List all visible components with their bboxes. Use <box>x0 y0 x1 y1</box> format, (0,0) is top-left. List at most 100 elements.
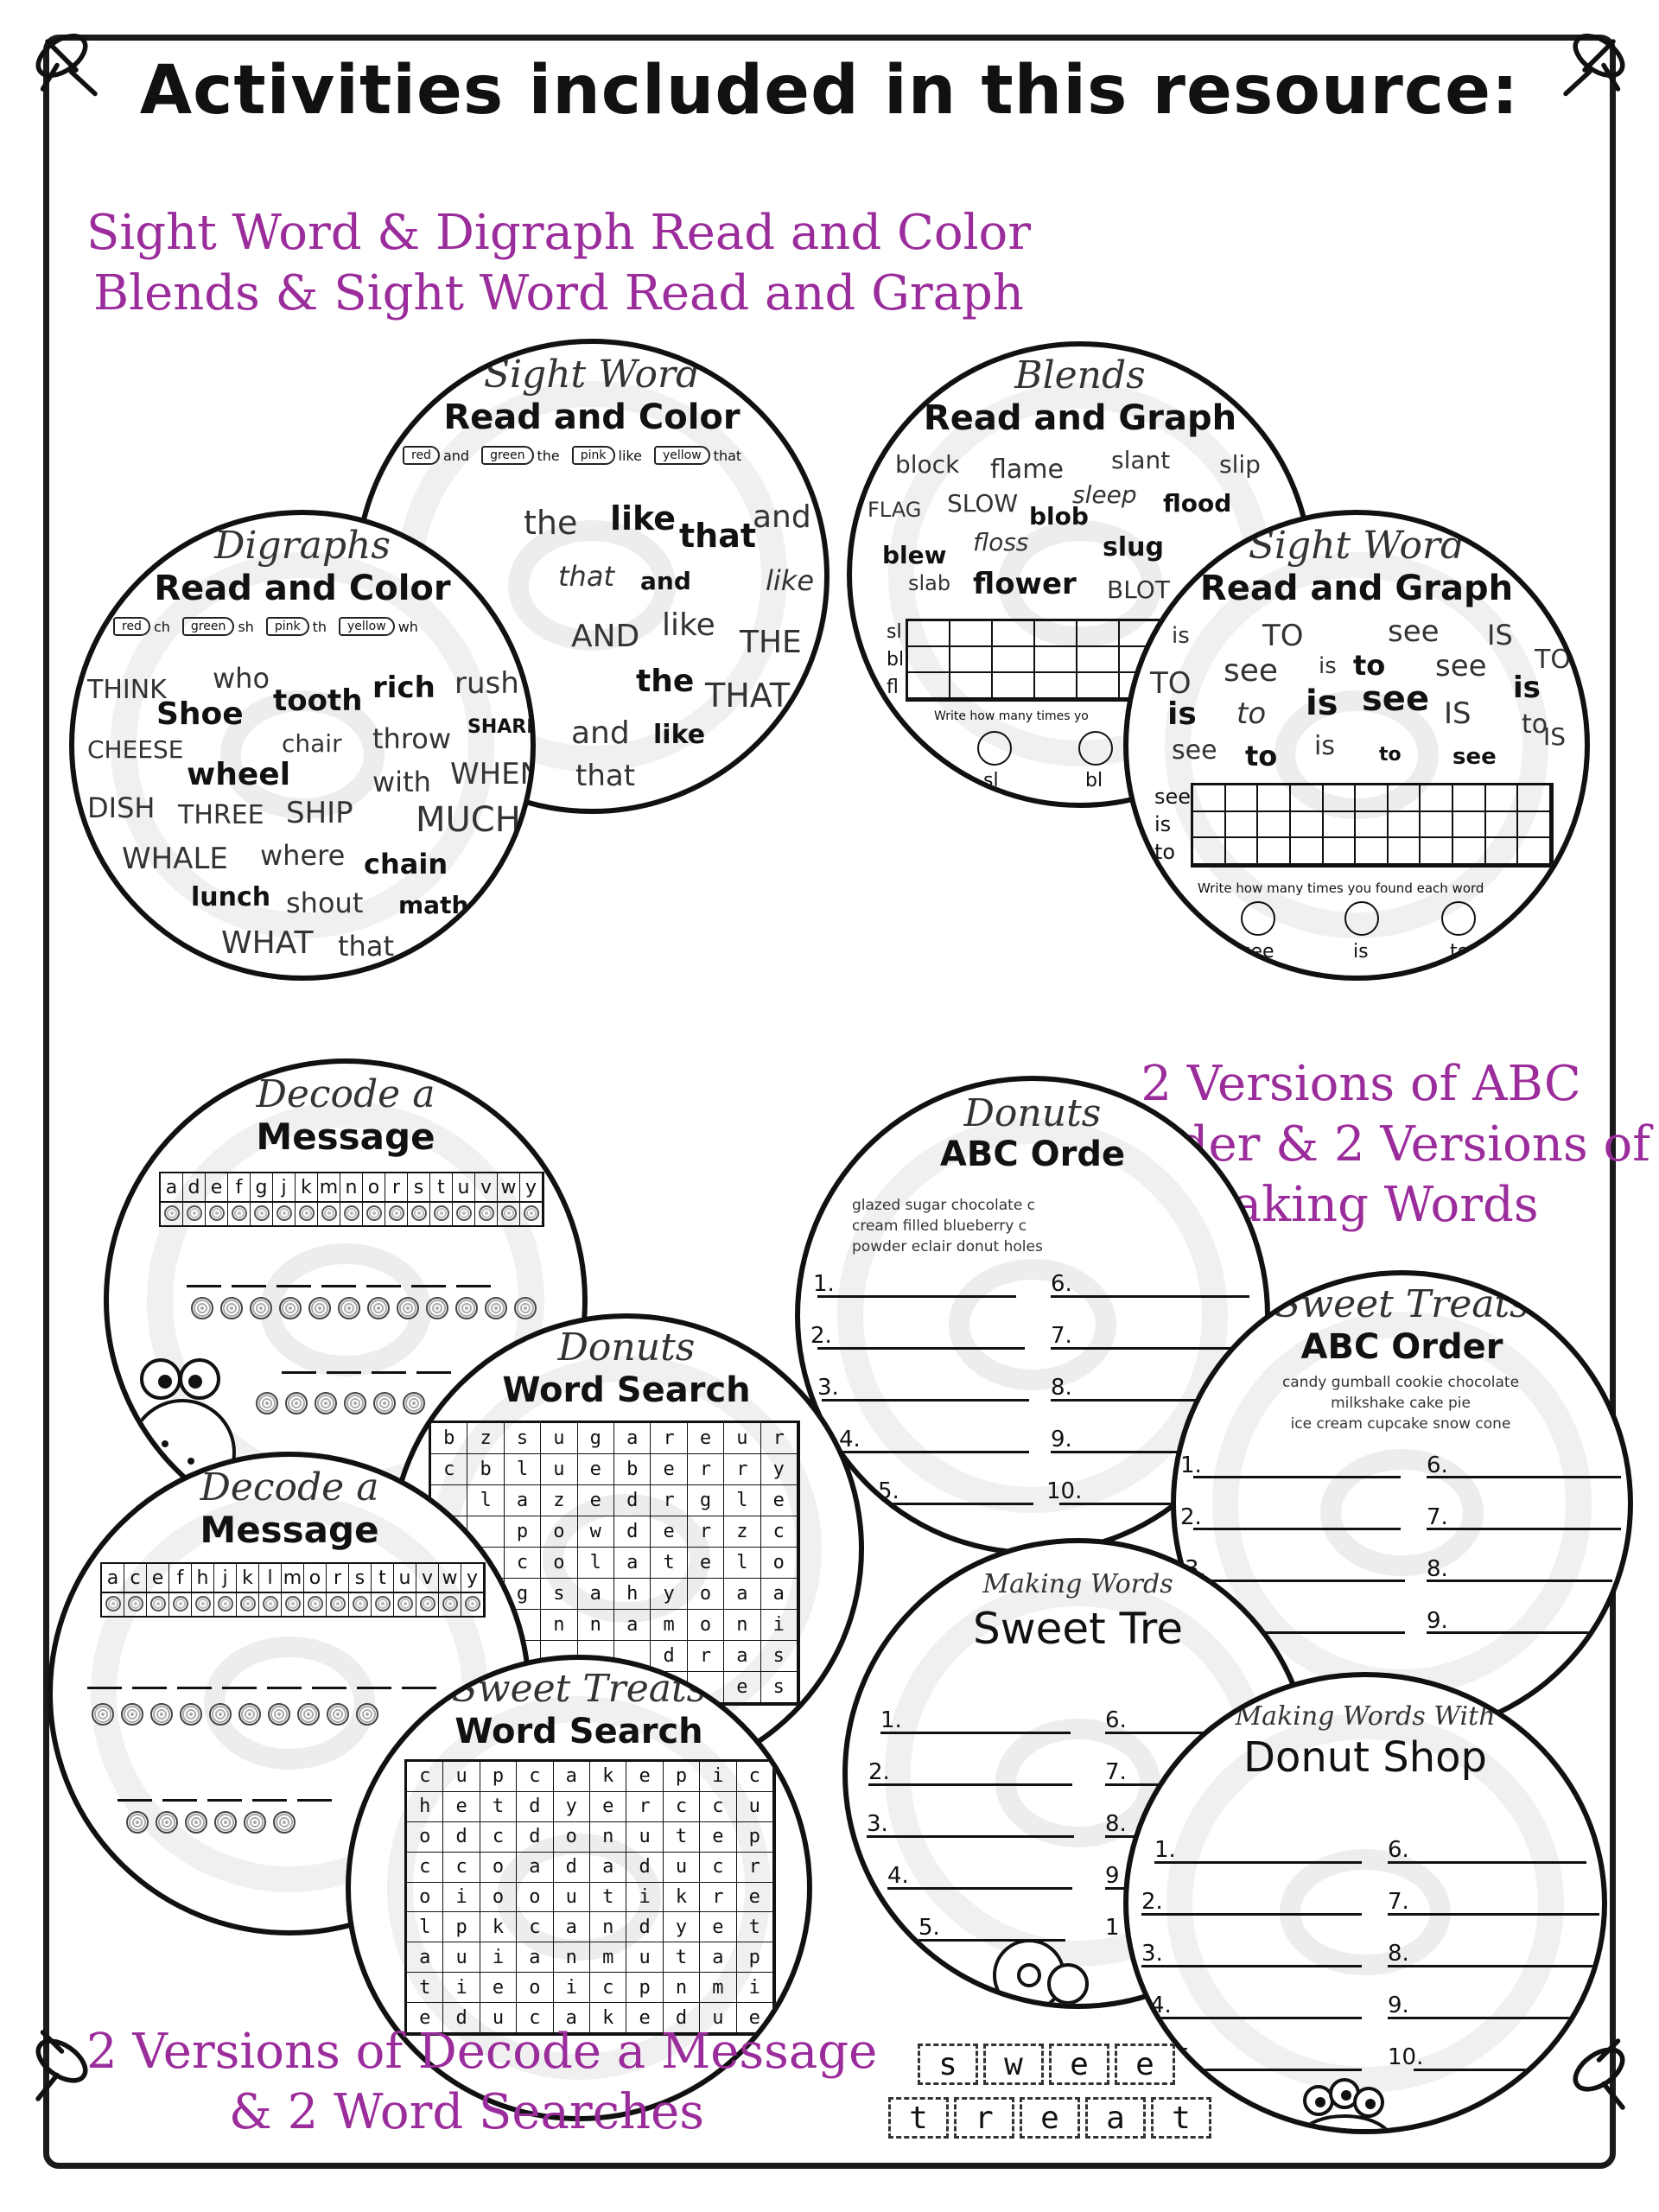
grid-cell: r <box>700 1882 737 1913</box>
grid-cell: c <box>407 1762 444 1792</box>
grid-cell: c <box>736 1762 773 1792</box>
sheet-title: Donut Shop <box>1243 1733 1487 1782</box>
cipher-icons <box>100 1592 486 1618</box>
grid-cell: g <box>687 1485 725 1516</box>
word: math <box>398 891 469 919</box>
grid-cell: u <box>700 2003 737 2033</box>
word: SLOW <box>947 489 1019 518</box>
sheet-title: Message <box>256 1116 435 1158</box>
word: is <box>1172 623 1190 649</box>
grid-cell: s <box>541 1579 578 1610</box>
sheet-subtitle: Sweet Treats <box>1274 1282 1529 1326</box>
word: who <box>213 662 270 695</box>
word: FLAG <box>868 498 922 522</box>
grid-cell: c <box>480 1821 518 1853</box>
grid-cell: c <box>443 1852 480 1883</box>
donut-monster-icon <box>1293 2075 1396 2129</box>
letter-tile: e <box>1049 2044 1109 2085</box>
grid-cell: c <box>590 1973 627 2004</box>
word: lunch <box>191 882 271 912</box>
word: is <box>1314 731 1335 761</box>
sheet-title: Read and Graph <box>923 398 1237 438</box>
grid-cell: r <box>651 1423 688 1454</box>
sheet-subtitle: Making Words <box>982 1569 1173 1599</box>
grid-cell: c <box>700 1791 737 1822</box>
word: to <box>1236 696 1267 731</box>
grid-cell: t <box>590 1882 627 1913</box>
grid-cell: i <box>443 1882 480 1913</box>
grid-cell: d <box>553 1852 590 1883</box>
word: see <box>1362 679 1430 719</box>
word: see <box>1388 614 1440 649</box>
grid-cell: c <box>504 1548 542 1579</box>
grid-cell: e <box>443 1791 480 1822</box>
pushpin-icon <box>19 2013 114 2108</box>
pushpin-icon <box>1547 13 1642 108</box>
grid-cell: b <box>431 1423 468 1454</box>
word: that <box>679 517 757 555</box>
grid-cell: e <box>724 1672 761 1703</box>
letter-tile: e <box>1020 2097 1080 2139</box>
grid-cell: u <box>663 1852 701 1883</box>
letter-tile: t <box>1151 2097 1211 2139</box>
word: IS <box>1487 619 1513 652</box>
grid-cell: c <box>407 1852 444 1883</box>
grid-cell: a <box>553 2003 590 2033</box>
grid-cell: o <box>553 1821 590 1853</box>
word: where <box>260 839 346 872</box>
grid-cell: d <box>614 1485 652 1516</box>
code-icons <box>256 1392 425 1414</box>
page-title: Activities included in this resource: <box>139 52 1520 130</box>
grid-cell: r <box>651 1485 688 1516</box>
grid-cell: p <box>626 1973 664 2004</box>
grid-cell: n <box>541 1610 578 1641</box>
grid-cell: a <box>517 1852 554 1883</box>
word: is <box>1167 696 1197 732</box>
word: see <box>1172 735 1217 766</box>
grid-cell: o <box>407 1821 444 1853</box>
grid-cell: e <box>736 2003 773 2033</box>
grid-cell: u <box>541 1454 578 1485</box>
grid-cell: y <box>663 1912 701 1943</box>
word: is <box>1319 653 1337 679</box>
sheet-subtitle: Donuts <box>963 1091 1102 1135</box>
word: rush <box>454 666 519 701</box>
word: MUCH <box>416 800 521 840</box>
sight-word-graph-sheet: Sight Word Read and Graph is TO see IS i… <box>1123 510 1590 981</box>
grid-cell: d <box>614 1516 652 1548</box>
grid-cell: p <box>480 1762 518 1792</box>
grid-cell: e <box>577 1454 614 1485</box>
sheet-title: ABC Order <box>1300 1327 1503 1367</box>
answer-blanks <box>187 1267 491 1287</box>
word: to <box>1245 740 1278 772</box>
word: is <box>1513 671 1541 705</box>
answer-bubble <box>1344 901 1379 936</box>
grid-cell: c <box>517 1762 554 1792</box>
grid-cell: a <box>517 1942 554 1974</box>
grid-cell: y <box>760 1454 798 1485</box>
pushpin-icon <box>1547 2022 1642 2117</box>
grid-cell: a <box>590 1852 627 1883</box>
grid-cell: r <box>724 1454 761 1485</box>
word: TO <box>1535 645 1571 675</box>
grid-cell: h <box>614 1579 652 1610</box>
letter-tile: e <box>1115 2044 1175 2085</box>
grid-cell: t <box>663 1821 701 1853</box>
pushpin-icon <box>19 13 114 108</box>
grid-cell: p <box>443 1912 480 1943</box>
word: that <box>558 560 614 593</box>
grid-cell: i <box>553 1973 590 2004</box>
grid-cell: e <box>687 1423 725 1454</box>
grid-cell: l <box>467 1485 505 1516</box>
graph-instruction: Write how many times you found each word <box>1198 880 1484 896</box>
sheet-title: Sweet Tre <box>972 1604 1184 1654</box>
word: to <box>1353 649 1386 682</box>
answer-bubble <box>1078 731 1113 766</box>
word: wheel <box>187 757 291 792</box>
grid-cell: w <box>577 1516 614 1548</box>
grid-cell: p <box>504 1516 542 1548</box>
word: see <box>1435 649 1487 683</box>
grid-cell: l <box>577 1548 614 1579</box>
